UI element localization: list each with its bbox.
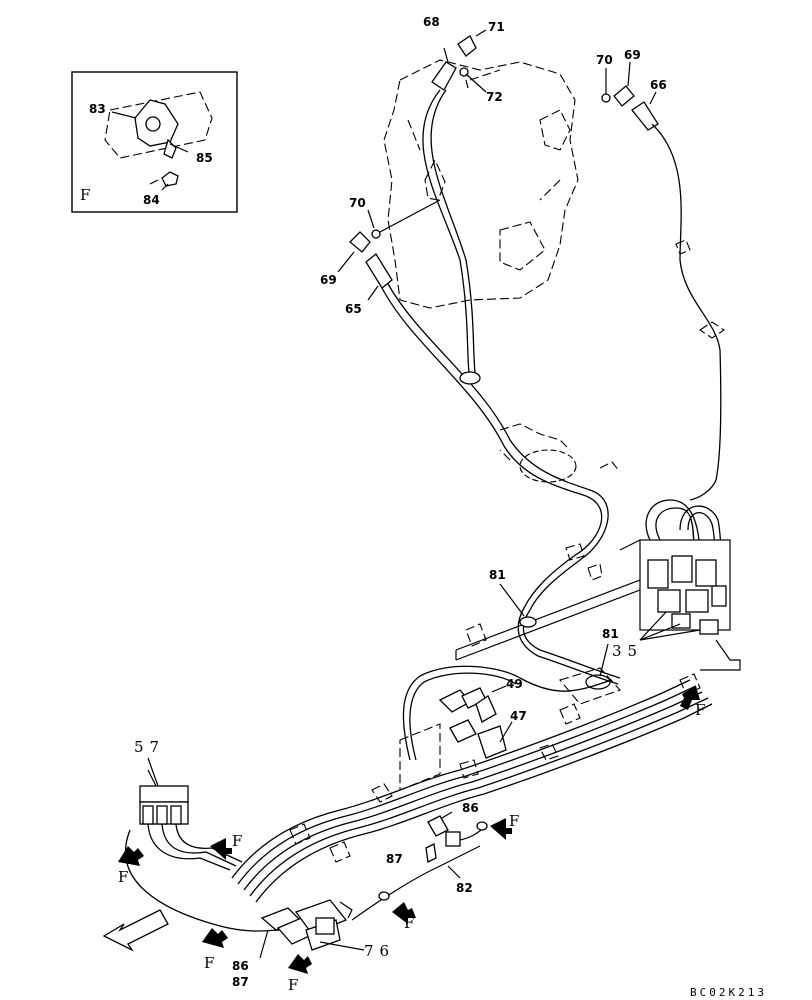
fitting-group-47-49 <box>399 665 613 791</box>
view-arrow-right <box>680 686 700 710</box>
callout-86-bottom: 86 <box>232 959 249 973</box>
callout-87-bottom: 87 <box>232 975 249 989</box>
callout-81-lower: 81 <box>602 627 619 641</box>
flag-f-86: F <box>509 812 519 830</box>
flag-f-bottom-mid: F <box>288 976 298 994</box>
pump-hoses <box>381 89 725 685</box>
callout-81-upper: 81 <box>489 568 506 582</box>
clamp-81-lower <box>585 674 611 690</box>
view-arrow-left <box>118 846 144 866</box>
control-valve-block <box>619 499 741 671</box>
flag-f-82: F <box>404 914 414 932</box>
callout-70-top: 70 <box>596 53 613 67</box>
pump-housing-outline <box>383 59 579 309</box>
callout-47: 47 <box>510 709 527 723</box>
leader-81-upper <box>499 583 525 617</box>
callout-69-left: 69 <box>320 273 337 287</box>
callout-65: 65 <box>345 302 362 316</box>
callout-35: 35 <box>612 642 643 660</box>
callout-66: 66 <box>650 78 667 92</box>
view-arrow-57 <box>210 838 232 860</box>
view-arrow-bottom-mid <box>288 954 312 974</box>
leader-57 <box>147 757 159 787</box>
view-arrow-82 <box>392 902 416 924</box>
drawing-code: BC02K213 <box>690 986 767 999</box>
callout-84: 84 <box>143 193 160 207</box>
leader-35c <box>639 629 701 641</box>
callout-57: 57 <box>134 738 165 756</box>
flag-f-right: F <box>695 701 705 719</box>
callout-72: 72 <box>486 90 503 104</box>
callout-83: 83 <box>89 102 106 116</box>
connector-57 <box>124 769 281 932</box>
flag-f-57: F <box>232 832 242 850</box>
clamp-81-upper <box>519 616 537 628</box>
leader-81-lower <box>599 643 609 677</box>
top-fittings <box>337 29 659 301</box>
lower-valve-assembly-76 <box>259 899 365 959</box>
pressure-switch-line-82 <box>351 811 488 921</box>
flag-f-left: F <box>118 868 128 886</box>
detail-inset <box>71 71 238 213</box>
callout-68: 68 <box>423 15 440 29</box>
view-arrow-86 <box>490 818 512 840</box>
callout-70-left: 70 <box>349 196 366 210</box>
callout-82: 82 <box>456 881 473 895</box>
callout-71: 71 <box>488 20 505 34</box>
callout-76: 76 <box>364 942 395 960</box>
callout-85: 85 <box>196 151 213 165</box>
callout-49: 49 <box>506 677 523 691</box>
callout-87-switch: 87 <box>386 852 403 866</box>
inset-view-label: F <box>80 186 90 204</box>
callout-86-switch: 86 <box>462 801 479 815</box>
view-arrow-bottom-left <box>202 928 228 948</box>
flag-f-bottom-left: F <box>204 954 214 972</box>
leader-35a <box>639 611 667 641</box>
base-plate-and-tubes <box>231 579 713 903</box>
view-arrows <box>118 686 700 974</box>
front-direction-arrow <box>102 909 169 952</box>
callout-69-top: 69 <box>624 48 641 62</box>
leader-35b <box>639 623 681 641</box>
